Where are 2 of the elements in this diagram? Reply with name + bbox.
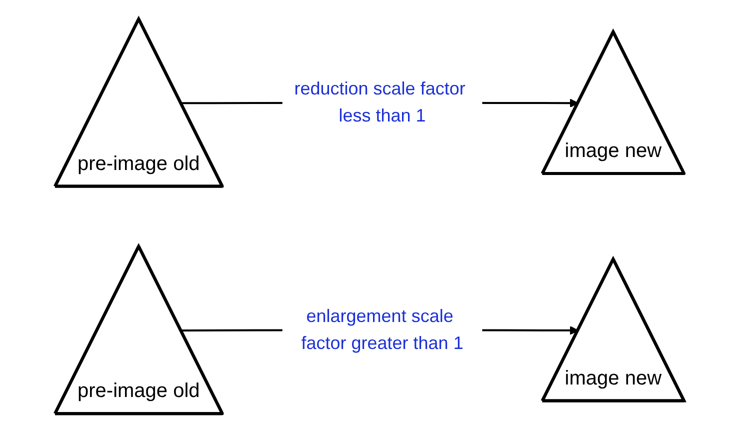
edge-label: reduction scale factor less than 1 [294,78,466,126]
edge-label: enlargement scale factor greater than 1 [301,306,464,353]
